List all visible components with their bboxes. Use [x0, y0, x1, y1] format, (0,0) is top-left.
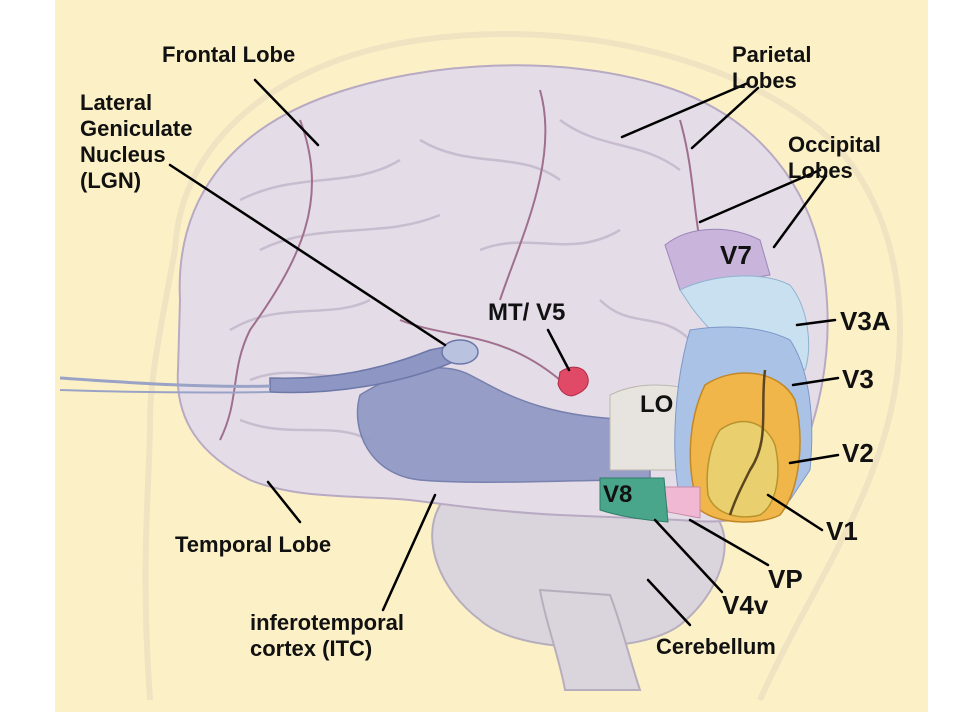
leader-lgn — [168, 163, 447, 347]
label-v2: V2 — [842, 438, 874, 468]
lgn-structure — [441, 339, 479, 365]
label-v4v: V4v — [722, 590, 769, 620]
leader-v2 — [788, 453, 840, 465]
label-parietal-lobes: Parietal Lobes — [732, 42, 812, 93]
leader-occipital-1 — [698, 168, 822, 224]
label-v8: V8 — [603, 481, 633, 508]
label-frontal-lobe: Frontal Lobe — [162, 42, 296, 67]
brainstem — [538, 588, 642, 691]
label-occipital-lobes: Occipital Lobes — [788, 132, 881, 183]
label-lo: LO — [640, 391, 674, 418]
head-outline — [142, 31, 903, 702]
leader-v3a — [795, 318, 837, 327]
calcarine-sulcus — [728, 369, 767, 516]
leader-v3 — [791, 376, 840, 387]
label-cerebellum: Cerebellum — [656, 634, 776, 659]
leader-vp — [688, 518, 770, 567]
leader-lines — [168, 78, 840, 627]
label-vp: VP — [768, 564, 803, 594]
leader-itc — [381, 493, 437, 612]
leader-cerebellum — [646, 578, 692, 627]
leader-parietal-1 — [620, 81, 750, 139]
leader-v1 — [766, 493, 824, 532]
label-v3a: V3A — [840, 306, 891, 336]
leader-temporal-lobe — [266, 480, 302, 524]
leader-v4v — [653, 518, 724, 594]
leader-parietal-2 — [690, 86, 760, 150]
label-itc: inferotemporal cortex (ITC) — [250, 610, 405, 661]
label-v1: V1 — [826, 516, 858, 546]
leader-frontal-lobe — [253, 78, 320, 147]
v8-region — [599, 477, 669, 523]
optic-nerve — [59, 376, 271, 388]
label-v7: V7 — [720, 240, 752, 270]
label-lgn: Lateral Geniculate Nucleus (LGN) — [80, 90, 193, 193]
v1-region — [706, 420, 779, 518]
label-temporal-lobe: Temporal Lobe — [175, 532, 332, 557]
leader-occipital-2 — [772, 174, 828, 249]
label-mt-v5: MT/ V5 — [488, 299, 566, 326]
mt-v5-region — [557, 366, 589, 397]
leader-mt-v5 — [546, 328, 571, 372]
label-v3: V3 — [842, 364, 874, 394]
optic-nerve-2 — [59, 389, 271, 394]
